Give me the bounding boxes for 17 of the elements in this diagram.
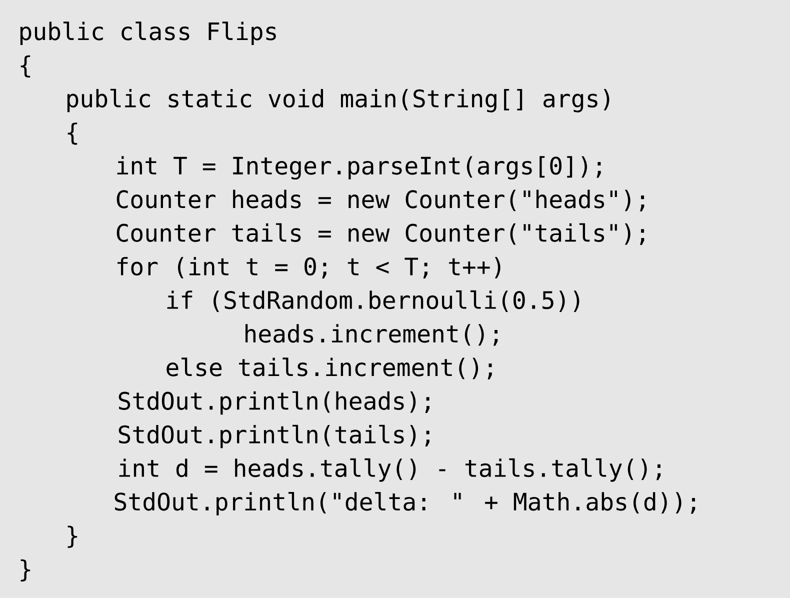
code-line: int T = Integer.parseInt(args[0]); <box>117 156 601 180</box>
code-line: { <box>20 55 30 78</box>
code-line: { <box>68 122 78 145</box>
code-line: heads.increment(); <box>246 324 498 346</box>
code-line: else tails.increment(); <box>166 358 492 380</box>
code-line: StdOut.println(heads); <box>118 391 430 415</box>
code-line: public static void main(String[] args) <box>67 88 610 112</box>
code-line: if (StdRandom.bernoulli(0.5)) <box>167 290 580 312</box>
code-line: StdOut.println(tails); <box>118 424 430 448</box>
code-line: } <box>20 559 30 582</box>
code-line: } <box>68 526 78 548</box>
code-line: public class Flips <box>20 22 276 45</box>
code-line: StdOut.println("delta: " + Math.abs(d)); <box>114 492 696 516</box>
code-line: int d = heads.tally() - tails.tally(); <box>119 458 661 482</box>
code-line: Counter heads = new Counter("heads"); <box>116 190 644 212</box>
code-line: for (int t = 0; t < T; t++) <box>118 256 500 279</box>
code-line: Counter tails = new Counter("tails"); <box>116 223 644 245</box>
